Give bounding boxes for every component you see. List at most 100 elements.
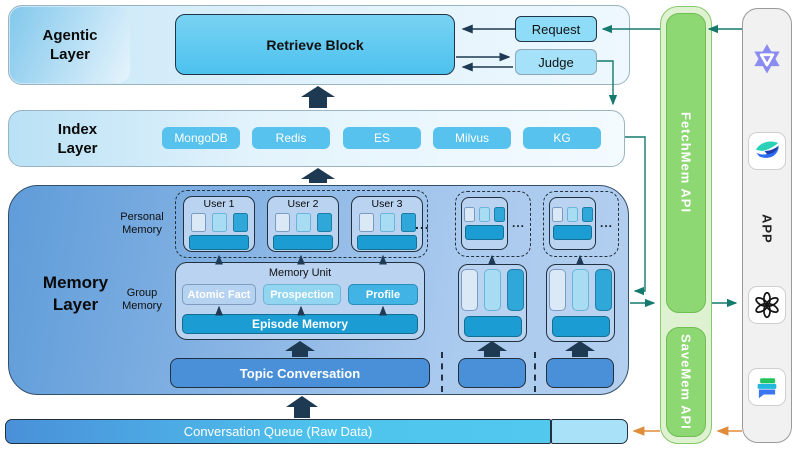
memory-columns bbox=[549, 269, 612, 311]
app-panel-label: APP bbox=[759, 214, 775, 244]
atomic-fact-label: Atomic Fact bbox=[187, 288, 251, 301]
memory-slot bbox=[316, 213, 332, 232]
conversation-queue-buffer bbox=[551, 419, 628, 444]
memory-slot bbox=[479, 207, 490, 222]
memory-column bbox=[572, 269, 589, 311]
db-label: ES bbox=[373, 131, 390, 145]
request-node: Request bbox=[515, 16, 597, 42]
memory-slot bbox=[232, 213, 248, 232]
memory-slot bbox=[295, 213, 311, 232]
memory-column bbox=[484, 269, 501, 311]
dashed-separator bbox=[534, 352, 536, 392]
compact-user-card bbox=[461, 197, 508, 250]
episode-memory-label: Episode Memory bbox=[251, 317, 349, 331]
topic-conversation-label: Topic Conversation bbox=[239, 365, 361, 381]
users-ellipsis: ... bbox=[415, 216, 430, 232]
db-node-kg: KG bbox=[523, 127, 601, 149]
memory-slot bbox=[552, 207, 563, 222]
judge-node: Judge bbox=[515, 49, 597, 75]
memory-bar bbox=[465, 225, 504, 240]
memory-slots bbox=[552, 207, 593, 222]
memory-bar bbox=[551, 316, 610, 337]
block-arrow-index-to-agentic bbox=[301, 86, 335, 108]
personal-memory-label: Personal Memory bbox=[112, 211, 172, 237]
agentic-layer-label: Agentic Layer bbox=[10, 7, 130, 83]
lark-icon bbox=[748, 132, 786, 170]
personal-memory-line2: Memory bbox=[122, 224, 162, 236]
memory-slot bbox=[494, 207, 505, 222]
block-arrow-queue-to-memory bbox=[286, 396, 318, 418]
docs-icon bbox=[748, 367, 786, 406]
memory-unit-title: Memory Unit bbox=[268, 267, 332, 279]
conversation-queue-node: Conversation Queue (Raw Data) bbox=[5, 419, 551, 444]
user-card-title: User 2 bbox=[287, 198, 319, 210]
memory-title-line2: Layer bbox=[52, 295, 99, 314]
memory-slot bbox=[379, 213, 395, 232]
memory-slots bbox=[190, 213, 248, 232]
memory-bar bbox=[463, 316, 522, 337]
atomic-fact-node: Atomic Fact bbox=[182, 284, 256, 305]
memory-slot bbox=[464, 207, 475, 222]
memory-columns bbox=[461, 269, 524, 311]
memory-slot bbox=[400, 213, 416, 232]
user-card-title: User 1 bbox=[203, 198, 235, 210]
user-card-1: User 1 bbox=[183, 196, 255, 252]
db-node-mongodb: MongoDB bbox=[162, 127, 240, 149]
memory-slot bbox=[211, 213, 227, 232]
personal-memory-line1: Personal bbox=[120, 211, 164, 223]
compact-group-box bbox=[546, 264, 615, 342]
db-label: Milvus bbox=[454, 131, 489, 145]
memory-slot bbox=[190, 213, 206, 232]
fetchmem-api-label: FetchMem API bbox=[678, 112, 694, 214]
profile-node: Profile bbox=[348, 284, 418, 305]
judge-label: Judge bbox=[538, 54, 574, 70]
request-label: Request bbox=[531, 21, 581, 37]
compact-user-card bbox=[549, 197, 596, 250]
memory-slots bbox=[358, 213, 416, 232]
retrieve-block-node: Retrieve Block bbox=[175, 14, 455, 75]
fetchmem-api-bar: FetchMem API bbox=[666, 13, 706, 313]
memory-slot bbox=[274, 213, 290, 232]
conversation-queue-label: Conversation Queue (Raw Data) bbox=[183, 424, 373, 439]
memory-slot bbox=[582, 207, 593, 222]
ellipsis: ... bbox=[512, 216, 526, 230]
memory-layer-label: Memory Layer bbox=[18, 270, 133, 318]
prospection-label: Prospection bbox=[270, 288, 334, 301]
memory-bar bbox=[273, 235, 333, 250]
memory-slot bbox=[567, 207, 578, 222]
block-arrow-memory-to-index bbox=[301, 168, 335, 183]
prospection-node: Prospection bbox=[263, 284, 341, 305]
memory-column bbox=[595, 269, 612, 311]
memory-column bbox=[461, 269, 478, 311]
db-label: MongoDB bbox=[174, 131, 228, 145]
savemem-api-label: SaveMem API bbox=[678, 334, 694, 430]
topic-conversation-node-small bbox=[458, 358, 526, 388]
agentic-title-line2: Layer bbox=[49, 46, 90, 63]
retrieve-block-label: Retrieve Block bbox=[266, 36, 364, 53]
dashed-separator bbox=[441, 352, 443, 392]
index-layer-label: Index Layer bbox=[30, 117, 125, 161]
user-card-3: User 3 bbox=[351, 196, 423, 252]
index-title-line2: Layer bbox=[57, 140, 98, 157]
db-node-redis: Redis bbox=[252, 127, 330, 149]
memory-bar bbox=[357, 235, 417, 250]
user-card-title: User 3 bbox=[371, 198, 403, 210]
user-card-2: User 2 bbox=[267, 196, 339, 252]
episode-memory-node: Episode Memory bbox=[182, 314, 418, 334]
memory-column bbox=[549, 269, 566, 311]
savemem-api-bar: SaveMem API bbox=[666, 327, 706, 437]
memory-slot bbox=[358, 213, 374, 232]
memory-slots bbox=[464, 207, 505, 222]
qwen-icon bbox=[748, 41, 786, 84]
memory-title-line1: Memory bbox=[42, 273, 109, 292]
ellipsis: ... bbox=[600, 216, 614, 230]
db-label: Redis bbox=[275, 131, 307, 145]
agentic-title-line1: Agentic bbox=[42, 27, 98, 44]
openai-icon bbox=[748, 285, 786, 324]
group-memory-line2: Memory bbox=[122, 300, 162, 312]
memory-slots bbox=[274, 213, 332, 232]
db-node-milvus: Milvus bbox=[433, 127, 511, 149]
index-title-line1: Index bbox=[57, 121, 98, 138]
topic-conversation-node: Topic Conversation bbox=[170, 358, 430, 388]
